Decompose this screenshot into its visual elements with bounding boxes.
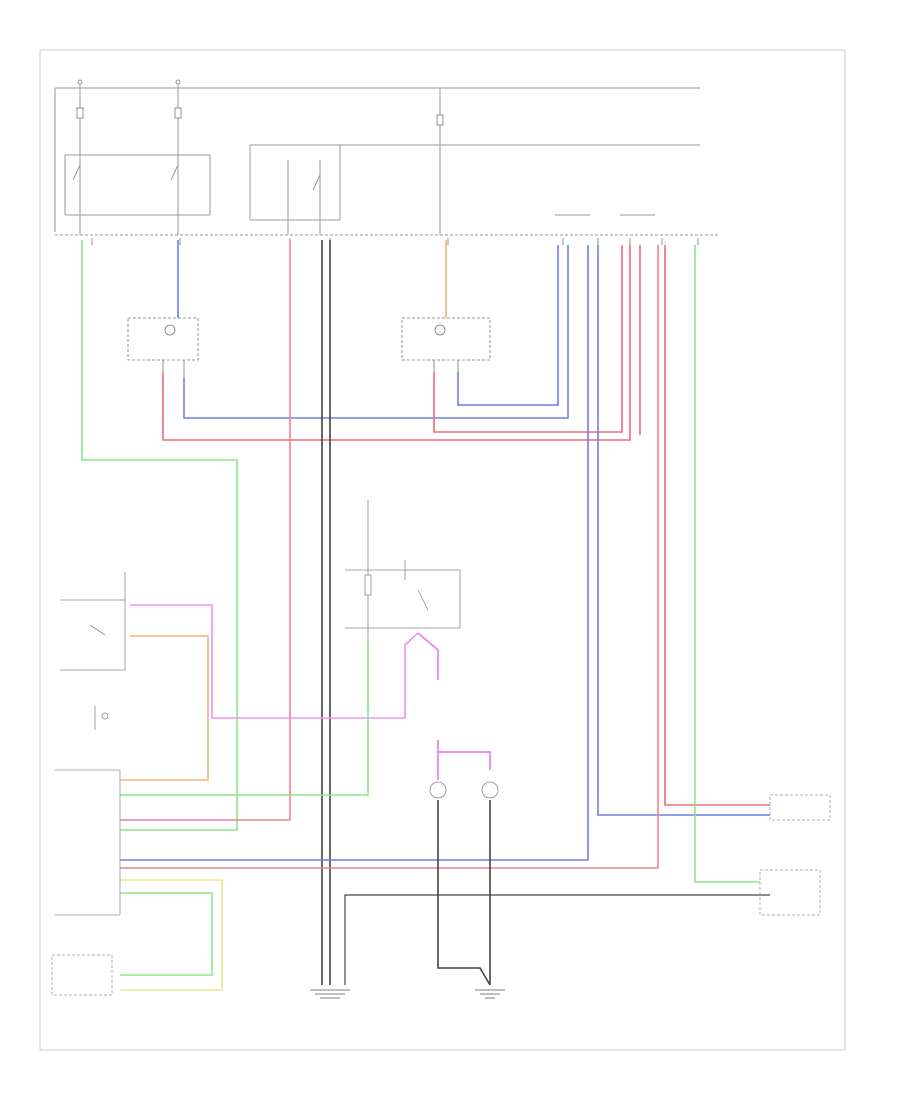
fuse-icons xyxy=(76,79,444,126)
wire-green-control xyxy=(120,892,213,976)
wire-magenta-fog-lamps xyxy=(417,632,439,680)
fog-lamp-relay xyxy=(345,500,461,640)
left-headlamp xyxy=(127,317,199,378)
fog-lamp-switch xyxy=(60,572,126,671)
wire-yellow-control xyxy=(120,879,223,991)
wire-magenta-fog-lamps xyxy=(437,740,491,770)
wire-red-bus xyxy=(120,245,659,869)
right-control-module xyxy=(759,794,831,916)
connector-ticks xyxy=(91,238,699,245)
ground-left xyxy=(310,989,350,999)
diagram-border xyxy=(39,49,846,1051)
wire-green-left xyxy=(81,240,238,831)
wire-orange-fog-switch xyxy=(120,635,209,781)
wire-green-fog-relay xyxy=(120,640,369,796)
right-fog-lamp xyxy=(481,781,499,799)
wire-blue-left-headlamp xyxy=(183,245,569,419)
left-fog-lamp xyxy=(429,781,447,799)
wire-pink-left-headlamp xyxy=(162,245,631,441)
wire-red-bus xyxy=(433,245,623,433)
combination-switch xyxy=(51,954,113,996)
ambient-light-sensor xyxy=(94,706,109,730)
wire-black-fog-ground xyxy=(437,800,491,986)
wire-blue-bus xyxy=(597,245,770,816)
wire-blue-right-headlamp xyxy=(457,245,559,406)
wire-blue-bus xyxy=(120,245,589,861)
wire-magenta-fog-switch xyxy=(130,604,419,719)
wire-pink-left-headlamp xyxy=(120,240,291,821)
wire-green-right xyxy=(694,245,760,883)
right-headlamp xyxy=(401,317,491,372)
body-control-module xyxy=(55,769,121,916)
wire-black-fog-ground xyxy=(344,894,770,985)
ground-right xyxy=(475,989,505,999)
underhood-fuse-block xyxy=(54,82,720,236)
wire-red-bus xyxy=(664,245,770,806)
